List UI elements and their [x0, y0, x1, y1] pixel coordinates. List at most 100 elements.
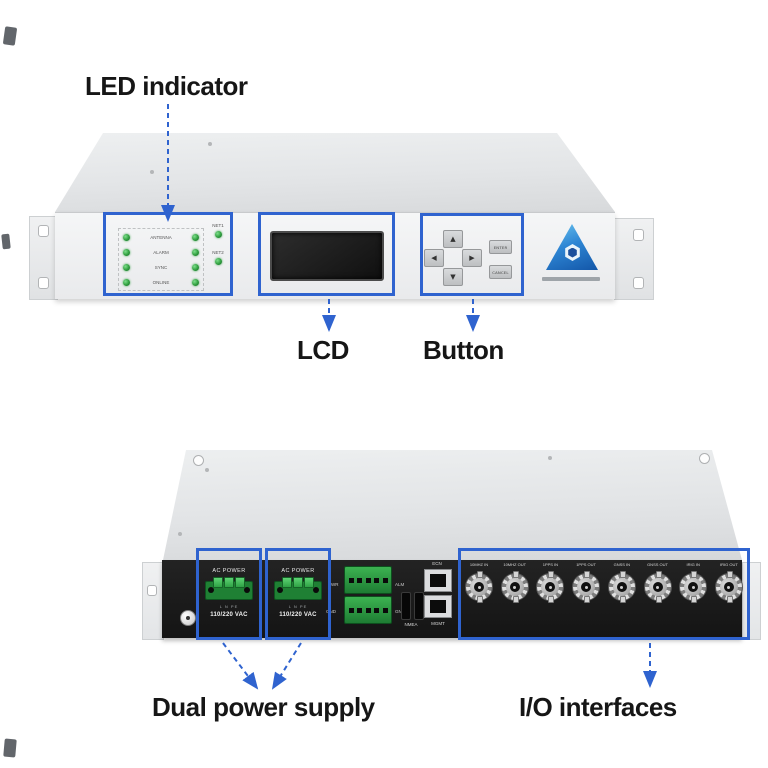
led-panel-callout: ANTENNA ALARM SYNC ONLINE NET1 NET2: [103, 212, 233, 296]
voltage-label: 110/220 VAC: [279, 612, 317, 618]
led-grid: ANTENNA ALARM SYNC ONLINE: [123, 230, 199, 290]
rear-panel-face: [162, 560, 742, 638]
cancel-button: CANCEL: [489, 265, 512, 279]
bnc-port: GNSS IN: [605, 562, 639, 603]
bnc-connector: [714, 571, 743, 603]
power-terminal-connector: [274, 577, 322, 600]
net-led-column: NET1 NET2: [205, 223, 231, 277]
ethernet-bottom-label: MGMT: [431, 621, 445, 626]
front-chassis-top: [55, 133, 615, 212]
serial-connector: [401, 592, 424, 620]
led-row: ANTENNA: [123, 230, 199, 245]
net-led-label: NET1: [212, 223, 224, 228]
power-terminal-connector: [205, 577, 253, 600]
brand-caption-text: [542, 277, 600, 281]
status-led: [214, 258, 222, 265]
bnc-connector: [465, 571, 493, 603]
bnc-connector: [500, 571, 529, 603]
bnc-port: IRIG OUT: [712, 562, 746, 603]
status-led: [123, 264, 130, 271]
status-led: [123, 234, 130, 241]
terminal-label: GND: [326, 609, 336, 614]
left-button: ◀: [424, 249, 444, 267]
right-button: ▶: [462, 249, 482, 267]
ethernet-top-label: ECN: [432, 561, 442, 566]
down-button: ▼: [443, 268, 463, 286]
chassis-screw: [208, 142, 212, 146]
led-row: ALARM: [123, 245, 199, 260]
button-callout: ▲ ◀ ▶ ▼ ENTER CANCEL: [420, 213, 524, 296]
terminal-label: PWR: [328, 582, 339, 587]
mounting-hole: [633, 229, 644, 241]
bnc-port-label: GNSS IN: [613, 562, 631, 567]
bnc-port-label: 10MHZ IN: [469, 562, 489, 567]
rack-ear-left: [142, 562, 164, 640]
status-led: [192, 264, 199, 271]
ac-power-section-1: AC POWER L N PE 110/220 VAC: [196, 548, 262, 640]
bnc-port: IRIG IN: [676, 562, 710, 603]
led-group-bracket: [118, 228, 204, 291]
status-led: [123, 279, 130, 286]
terminal-connector: [344, 596, 392, 624]
annotation-button: Button: [423, 335, 504, 365]
led-row: ONLINE: [123, 275, 199, 290]
status-led: [192, 234, 199, 241]
bnc-port: 10MHZ IN: [462, 562, 496, 603]
terminal-connector: [344, 566, 392, 594]
bnc-port: 1PPS IN: [533, 562, 567, 603]
bnc-port-label: 1PPS IN: [542, 562, 559, 567]
mounting-hole: [147, 585, 157, 596]
led-row: SYNC: [123, 260, 199, 275]
annotation-led-indicator: LED indicator: [85, 71, 248, 101]
status-led: [192, 249, 199, 256]
brand-logo-emblem: [565, 244, 580, 261]
scan-artifact: [2, 26, 18, 46]
status-led: [123, 249, 130, 256]
bnc-connector: [536, 571, 565, 603]
rack-ear-right: [614, 218, 654, 300]
bnc-port-label: 1PPS OUT: [576, 562, 596, 567]
scan-artifact: [1, 233, 11, 250]
ac-power-label: AC POWER: [212, 568, 246, 574]
rack-ear-left: [29, 216, 58, 300]
pinout-label: L N PE: [219, 604, 239, 609]
ac-power-section-2: AC POWER L N PE 110/220 VAC: [265, 548, 331, 640]
enter-button: ENTER: [489, 240, 512, 254]
led-label: ANTENNA: [150, 235, 172, 240]
mounting-hole: [633, 277, 644, 289]
bnc-port-label: GNSS OUT: [647, 562, 668, 567]
pinout-label: L N PE: [288, 604, 308, 609]
rack-ear-right: [742, 562, 761, 640]
annotation-lcd: LCD: [297, 335, 349, 365]
ac-power-label: AC POWER: [281, 568, 315, 574]
bnc-connector: [643, 571, 672, 603]
io-terminal-block: [344, 566, 392, 626]
up-button: ▲: [443, 230, 463, 248]
rear-chassis-top: [163, 450, 742, 560]
rj45-port: [424, 569, 452, 592]
ground-screw: [180, 610, 196, 626]
chassis-screw: [205, 468, 209, 472]
bnc-port-label: IRIG IN: [686, 562, 700, 567]
bnc-port: 10MHZ OUT: [498, 562, 532, 603]
lcd-screen: [270, 231, 384, 281]
led-label: SYNC: [154, 265, 168, 270]
scan-artifact: [3, 738, 17, 758]
mounting-hole: [699, 453, 710, 464]
terminal-label: ALM: [395, 582, 405, 587]
net-led-label: NET2: [212, 250, 224, 255]
bnc-port-label: IRIG OUT: [720, 562, 738, 567]
led-label: ALARM: [153, 250, 169, 255]
io-interfaces-callout: [458, 548, 750, 640]
status-led: [214, 231, 222, 238]
lcd-callout: [258, 212, 395, 296]
mounting-hole: [193, 455, 204, 466]
chassis-screw: [548, 456, 552, 460]
bnc-port: GNSS OUT: [641, 562, 675, 603]
chassis-screw: [178, 532, 182, 536]
ethernet-ports: [424, 569, 452, 621]
mounting-hole: [38, 225, 49, 237]
mounting-hole: [38, 277, 49, 289]
annotation-dual-power: Dual power supply: [152, 692, 375, 722]
